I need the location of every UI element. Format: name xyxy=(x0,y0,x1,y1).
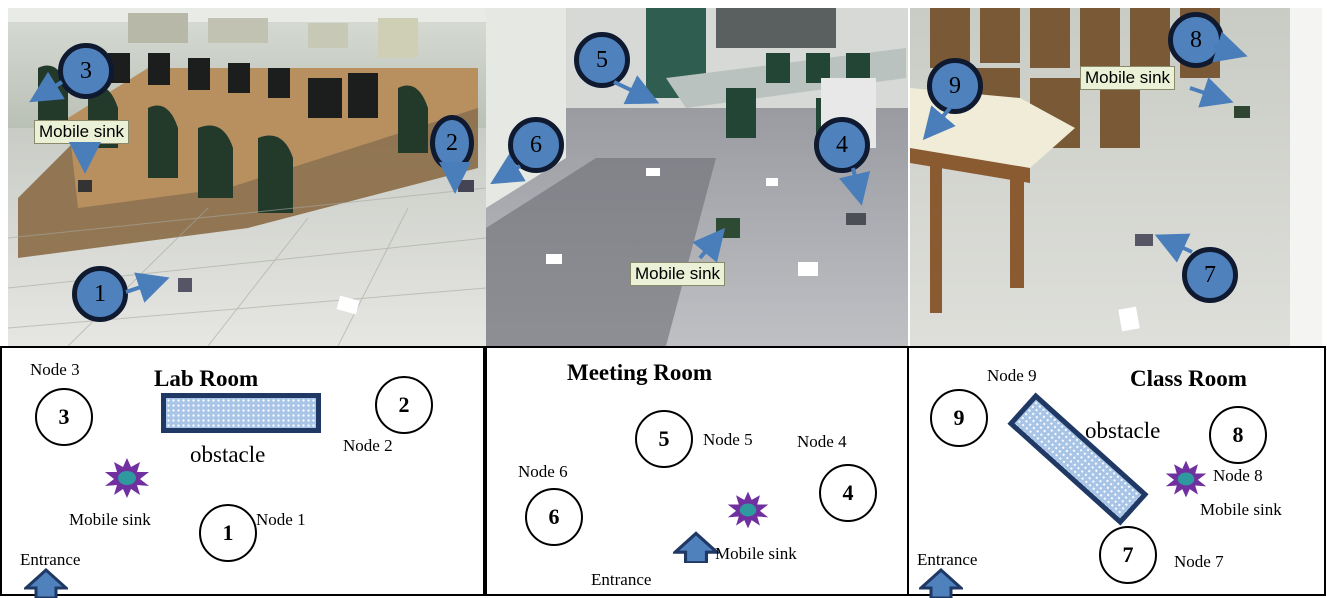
class-node7-arrow xyxy=(1154,233,1193,263)
meeting-mobile-sink-icon xyxy=(727,491,769,529)
lab-mobile-sink-icon xyxy=(105,458,149,498)
photo-lab-node-1-marker: 1 xyxy=(72,266,128,322)
photo-lab-node-3-num: 3 xyxy=(80,57,92,84)
meeting-node-4-label: Node 4 xyxy=(797,432,847,451)
lab-entrance-arrow-icon xyxy=(24,568,68,598)
photo-class-node-8-num: 8 xyxy=(1190,26,1202,53)
class-obstacle-block xyxy=(1007,392,1149,526)
lab-node-3: 3 xyxy=(35,388,93,446)
class-sink-label: Mobile sink xyxy=(1200,500,1282,519)
lab-sink-label: Mobile sink xyxy=(69,510,151,529)
photo-meeting-node-6-num: 6 xyxy=(530,131,542,158)
class-node-9-label: Node 9 xyxy=(987,366,1037,385)
meeting-node5-arrow xyxy=(613,75,660,105)
photo-lab-node-2-num: 2 xyxy=(446,129,458,156)
photo-meeting-node-4-marker: 4 xyxy=(814,117,870,173)
lab-node-2: 2 xyxy=(375,376,433,434)
panel-class-title: Class Room xyxy=(1130,366,1247,391)
panel-meeting-room: Meeting Room 5 Node 5 Node 4 4 Node 6 6 … xyxy=(485,346,909,596)
panel-lab-title: Lab Room xyxy=(154,366,259,391)
meeting-node-6-num: 6 xyxy=(548,504,560,529)
photo-meeting-node-4-num: 4 xyxy=(836,131,848,158)
lab-obstacle-block xyxy=(161,393,321,433)
lab-node-3-num: 3 xyxy=(58,404,70,429)
class-node-8-label: Node 8 xyxy=(1213,466,1263,485)
lab-node3-arrow xyxy=(29,71,65,103)
meeting-node-4: 4 xyxy=(819,464,877,522)
class-node-8: 8 xyxy=(1209,406,1267,464)
photo-lab-sink-label: Mobile sink xyxy=(34,120,130,144)
photo-class-node-9-num: 9 xyxy=(949,72,961,99)
meeting-sink-label: Mobile sink xyxy=(715,544,797,563)
class-mobile-sink-icon xyxy=(1165,460,1207,498)
class-node-7-label: Node 7 xyxy=(1174,552,1224,571)
panel-lab-room: Lab Room obstacle Node 3 3 2 Node 2 Mobi… xyxy=(0,346,485,598)
meeting-node6-arrow xyxy=(490,153,526,185)
meeting-entrance-arrow-icon xyxy=(673,531,719,563)
meeting-node-5: 5 xyxy=(635,410,693,468)
class-node-7-num: 7 xyxy=(1122,542,1134,567)
lab-node1-arrow xyxy=(125,272,170,303)
meeting-entrance-label: Entrance xyxy=(591,570,652,589)
photo-lab-node-1-num: 1 xyxy=(94,280,106,307)
photo-meeting-sink-label: Mobile sink xyxy=(630,262,726,286)
photo-lab-node-3-marker: 3 xyxy=(58,43,114,99)
class-node-8-num: 8 xyxy=(1232,422,1244,447)
photo-class-sink-label: Mobile sink xyxy=(1080,66,1176,90)
photo-class-room xyxy=(910,8,1322,346)
lab-obstacle-label: obstacle xyxy=(190,442,266,467)
meeting-node-5-label: Node 5 xyxy=(703,430,753,449)
class-node-9: 9 xyxy=(930,389,988,447)
photo-class-node-7-marker: 7 xyxy=(1182,247,1238,303)
meeting-node-5-num: 5 xyxy=(658,426,670,451)
class-node9-arrow xyxy=(922,105,956,141)
photo-meeting-node-5-num: 5 xyxy=(596,46,608,73)
class-entrance-label: Entrance xyxy=(917,550,978,569)
meeting-node4-arrow xyxy=(838,167,871,206)
meeting-node-4-num: 4 xyxy=(842,480,854,505)
meeting-node-6: 6 xyxy=(525,488,583,546)
lab-entrance-label: Entrance xyxy=(20,550,81,569)
photo-lab-node-2-marker: 2 xyxy=(430,115,474,171)
lab-node-1-num: 1 xyxy=(222,520,234,545)
class-sink-arrow xyxy=(1189,77,1234,108)
class-room-photo-scene xyxy=(910,8,1322,346)
class-entrance-arrow-icon xyxy=(919,568,963,598)
lab-node-1-label: Node 1 xyxy=(256,510,306,529)
lab-node-2-label: Node 2 xyxy=(343,436,393,455)
lab-node-2-num: 2 xyxy=(398,392,410,417)
photo-class-node-7-num: 7 xyxy=(1204,261,1216,288)
lab-node-1: 1 xyxy=(199,504,257,562)
class-node8-arrow xyxy=(1212,31,1248,63)
meeting-node-6-label: Node 6 xyxy=(518,462,568,481)
panel-class-room: Class Room Node 9 9 obstacle 8 Node 8 Mo… xyxy=(907,346,1326,598)
class-node-7: 7 xyxy=(1099,526,1157,584)
meeting-sink-arrow xyxy=(692,227,726,263)
class-obstacle-label: obstacle xyxy=(1085,418,1161,443)
class-node-9-num: 9 xyxy=(953,405,965,430)
lab-node-3-label: Node 3 xyxy=(30,360,80,379)
photo-meeting-node-5-marker: 5 xyxy=(574,32,630,88)
panel-meeting-title: Meeting Room xyxy=(567,360,712,385)
